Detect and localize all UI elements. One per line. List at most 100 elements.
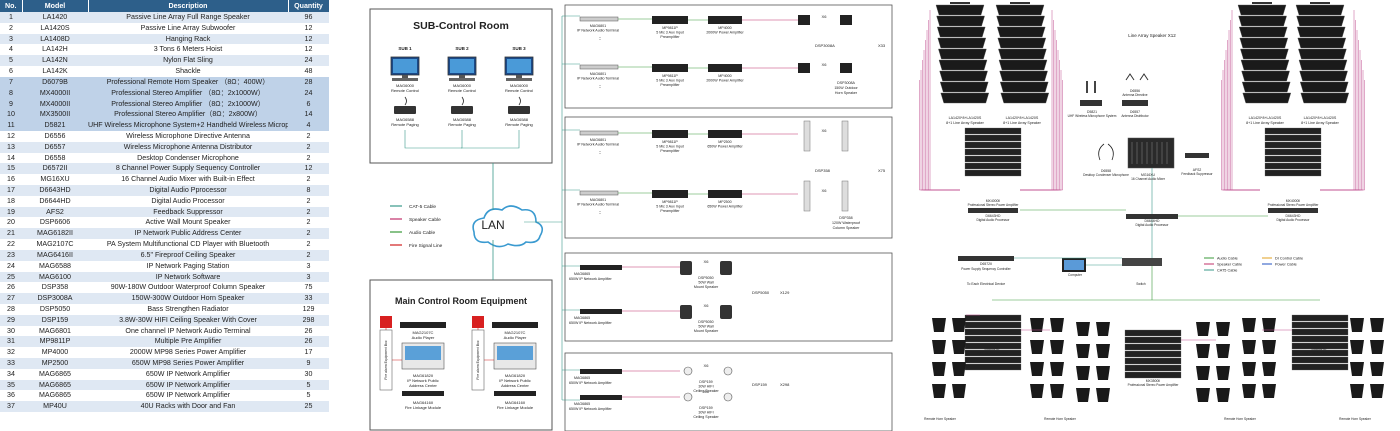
cell-no: 36 — [0, 390, 22, 402]
fire-signal-line — [477, 328, 494, 361]
speaker-cable — [919, 80, 960, 191]
cell-quantity: 4 — [288, 120, 329, 131]
sub-station-label: SUB 2 — [455, 46, 469, 51]
line-array-cabinet — [936, 15, 985, 27]
horn-speaker-icon — [1242, 318, 1256, 332]
audio-terminal-icon — [579, 64, 619, 70]
cell-quantity: 25 — [288, 401, 329, 413]
horn-amp-center-desc: Professional Stereo Power Amplifier — [1128, 383, 1180, 387]
cell-description: Professional Stereo Amplifier（8Ω：2x800W） — [88, 109, 288, 121]
cell-model: AFS2 — [22, 206, 88, 218]
speaker-desc1: 50W Wall — [698, 281, 713, 285]
zone-box — [564, 352, 893, 431]
zone-speaker-desc3: Column Speaker — [833, 226, 861, 230]
cell-model: DSP5050 — [22, 303, 88, 315]
horn-amp-icon — [1124, 357, 1182, 365]
sub-cat5-line — [461, 130, 520, 149]
cell-description: Digital Audio Processor — [88, 195, 288, 207]
preamp-desc2: Preamplifier — [660, 149, 680, 153]
preamp-model: MP9811P — [662, 74, 678, 78]
to-electrical-label: To Each Electrical Device — [967, 282, 1005, 286]
cd-desc: Audio Player — [504, 335, 527, 340]
cell-no: 33 — [0, 358, 22, 369]
pc-desc: Remote Control — [505, 88, 533, 93]
pa-center-desc2: Address Center — [501, 383, 529, 388]
speaker-qty-label: X6 — [822, 188, 828, 193]
line-array-cabinet — [1242, 92, 1292, 104]
horn-left-label: Remote Horn Speaker — [924, 417, 957, 421]
horn-proc-right-desc: Digital Audio Processor — [1303, 351, 1337, 355]
cell-model: MG16XU — [22, 174, 88, 185]
monitor-stand — [516, 75, 522, 78]
cell-quantity: 2 — [288, 228, 329, 240]
cell-no: 13 — [0, 141, 22, 153]
horn-speaker-icon — [1030, 362, 1044, 376]
horn-speaker-icon — [1262, 362, 1276, 376]
fire-signal-line — [385, 328, 402, 361]
horn-speaker-icon — [1262, 318, 1276, 332]
horn-speaker-icon — [1262, 384, 1276, 398]
cell-quantity: 2 — [288, 249, 329, 261]
cell-description: 3.8W-30W HIFI Ceiling Speaker With Cover — [88, 314, 288, 326]
power-amp-icon — [1264, 141, 1322, 149]
sub-station-label: SUB 1 — [398, 46, 412, 51]
amp-model: MP2500 — [718, 200, 731, 204]
horn-amp-icon — [1291, 349, 1349, 357]
amp-desc: 650W Power Amplifier — [707, 205, 743, 209]
cell-model: MAG2107C — [22, 239, 88, 250]
pc-model: MAG6000 — [396, 83, 415, 88]
sub-station-label: SUB 3 — [512, 46, 526, 51]
cell-quantity: 2 — [288, 130, 329, 142]
horn-speaker-icon — [798, 63, 810, 73]
line-array-title: Line Array Speaker X12 — [1128, 33, 1176, 38]
fbs-desc: Feedback Suppressor — [1181, 172, 1213, 176]
right-proc-desc: Digital Audio Processor — [1277, 218, 1311, 222]
preamp-model: MP9811P — [662, 140, 678, 144]
horn-speaker-icon — [1350, 318, 1364, 332]
horn-speaker-icon — [952, 362, 966, 376]
speaker-qty-label: X6 — [822, 62, 828, 67]
audio-terminal-icon — [579, 190, 619, 196]
cell-quantity: 2 — [288, 152, 329, 164]
cell-model: MP2500 — [22, 358, 88, 369]
speaker-qty-label: X6 — [704, 363, 710, 368]
cell-description: IP Network Software — [88, 271, 288, 283]
power-amp-icon — [708, 16, 742, 24]
audio-cable — [1020, 209, 1268, 217]
network-amp-model: MAG6865 — [574, 272, 590, 276]
cell-quantity: 6 — [288, 98, 329, 110]
speaker-model: DSP159 — [699, 380, 712, 384]
gooseneck-icon — [461, 96, 464, 106]
cell-quantity: 2 — [288, 239, 329, 250]
horn-amp-icon — [964, 349, 1022, 357]
cat5-cable — [1014, 168, 1153, 266]
audio-line — [618, 66, 708, 69]
left-array-2-desc: 8+1 Line Array Speaker — [1003, 121, 1041, 125]
power-amp-icon — [964, 134, 1022, 142]
processor-icon — [1268, 208, 1318, 213]
horn-proc-right-label: D6643HD — [1312, 347, 1327, 351]
line-array-cabinet — [996, 15, 1045, 27]
cell-description: 6.5" Fireproof Ceiling Speaker — [88, 249, 288, 261]
distributor-label: D6557 — [1130, 110, 1140, 114]
preamp-model: MP9811P — [662, 26, 678, 30]
speaker-qty-label: X6 — [704, 303, 710, 308]
speaker-qty-label: X6 — [704, 259, 710, 264]
horn-amp-icon — [1291, 321, 1349, 329]
header-no: No. — [0, 0, 23, 12]
horn-speaker-icon — [952, 318, 966, 332]
cell-description: Feedback Suppressor — [88, 206, 288, 218]
zone-speaker-qty: X33 — [878, 43, 886, 48]
horn-speaker-icon — [1350, 362, 1364, 376]
